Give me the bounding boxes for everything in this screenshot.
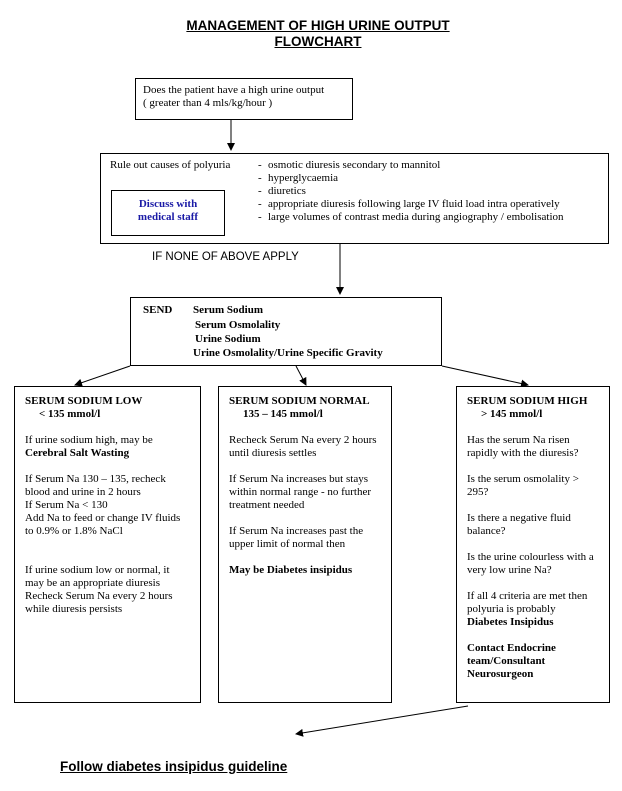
normal-paragraph-2: If Serum Na increases but stays within n… xyxy=(229,473,372,511)
rule-out-label: Rule out causes of polyuria xyxy=(110,159,231,171)
high-question-2: Is the serum osmolality > 295? xyxy=(467,473,579,498)
low-paragraph-6: Recheck Serum Na every 2 hours while diu… xyxy=(25,590,173,615)
normal-range: 135 – 145 mmol/l xyxy=(243,408,323,420)
low-heading: SERUM SODIUM LOW xyxy=(25,395,143,407)
send-box: SEND Serum Sodium Serum Osmolality Urine… xyxy=(130,297,442,366)
title-line-1: MANAGEMENT OF HIGH URINE OUTPUT xyxy=(186,18,450,33)
arrow-high-to-footer xyxy=(295,705,469,737)
if-none-label: IF NONE OF ABOVE APPLY xyxy=(152,251,299,263)
send-test-urine-osmolality: Urine Osmolality/Urine Specific Gravity xyxy=(193,347,383,359)
discuss-line-2: medical staff xyxy=(137,211,199,223)
cause-item: diuretics xyxy=(258,185,608,198)
serum-sodium-high-box: SERUM SODIUM HIGH > 145 mmol/l Has the s… xyxy=(456,386,610,703)
cause-item: appropriate diuresis following large IV … xyxy=(258,198,608,211)
follow-guideline-link[interactable]: Follow diabetes insipidus guideline xyxy=(60,759,288,774)
low-paragraph-3: If Serum Na < 130 xyxy=(25,499,108,511)
high-range: > 145 mmol/l xyxy=(481,408,543,420)
question-box: Does the patient have a high urine outpu… xyxy=(135,78,353,120)
high-paragraph-5: If all 4 criteria are met then polyuria … xyxy=(467,590,599,629)
high-question-1: Has the serum Na risen rapidly with the … xyxy=(467,434,579,459)
discuss-line-1: Discuss with xyxy=(138,198,198,210)
serum-sodium-low-box: SERUM SODIUM LOW < 135 mmol/l If urine s… xyxy=(14,386,201,703)
low-paragraph-2: If Serum Na 130 – 135, recheck blood and… xyxy=(25,473,166,498)
rule-out-box: Rule out causes of polyuria Discuss with… xyxy=(100,153,609,244)
high-question-4: Is the urine colourless with a very low … xyxy=(467,551,594,576)
high-question-3: Is there a negative fluid balance? xyxy=(467,512,571,537)
send-label: SEND xyxy=(143,304,173,316)
question-line-1: Does the patient have a high urine outpu… xyxy=(143,84,325,96)
low-paragraph-1: If urine sodium high, may be Cerebral Sa… xyxy=(25,434,190,460)
high-p5-text: If all 4 criteria are met then polyuria … xyxy=(467,590,588,615)
low-p1-bold: Cerebral Salt Wasting xyxy=(25,447,130,459)
cause-item: hyperglycaemia xyxy=(258,172,608,185)
arrow-send-to-high xyxy=(441,365,529,388)
serum-sodium-normal-box: SERUM SODIUM NORMAL 135 – 145 mmol/l Rec… xyxy=(218,386,392,703)
arrow-send-to-normal xyxy=(295,365,307,386)
send-test-serum-sodium: Serum Sodium xyxy=(193,304,263,316)
normal-heading: SERUM SODIUM NORMAL xyxy=(229,395,370,407)
high-paragraph-6: Contact Endocrine team/Consultant Neuros… xyxy=(467,642,556,680)
cause-item: large volumes of contrast media during a… xyxy=(258,211,608,224)
normal-paragraph-4: May be Diabetes insipidus xyxy=(229,564,353,576)
send-test-urine-sodium: Urine Sodium xyxy=(195,333,261,345)
title-line-2: FLOWCHART xyxy=(274,34,362,49)
high-heading: SERUM SODIUM HIGH xyxy=(467,395,588,407)
question-line-2: ( greater than 4 mls/kg/hour ) xyxy=(143,97,273,109)
low-paragraph-5: If urine sodium low or normal, it may be… xyxy=(25,564,170,589)
high-p5-bold: Diabetes Insipidus xyxy=(467,616,554,628)
normal-paragraph-1: Recheck Serum Na every 2 hours until diu… xyxy=(229,434,377,459)
cause-item: osmotic diuresis secondary to mannitol xyxy=(258,159,608,172)
page-title: MANAGEMENT OF HIGH URINE OUTPUT FLOWCHAR… xyxy=(130,18,506,50)
discuss-with-medical-staff-box: Discuss with medical staff xyxy=(111,190,225,236)
polyuria-causes-list: osmotic diuresis secondary to mannitol h… xyxy=(258,159,608,224)
low-paragraph-4: Add Na to feed or change IV fluids to 0.… xyxy=(25,512,181,537)
low-range: < 135 mmol/l xyxy=(39,408,101,420)
send-test-serum-osmolality: Serum Osmolality xyxy=(195,319,281,331)
arrow-send-to-low xyxy=(74,365,131,387)
normal-paragraph-3: If Serum Na increases past the upper lim… xyxy=(229,525,364,550)
low-p1-text: If urine sodium high, may be xyxy=(25,434,153,446)
